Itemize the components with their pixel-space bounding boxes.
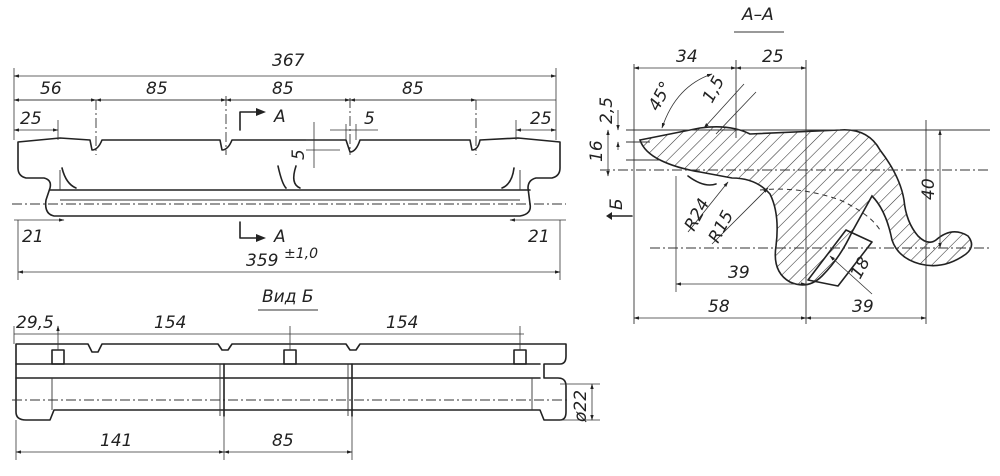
section-a-a: А–А 34 25 45° 1,5 2,5 16 (587, 5, 990, 324)
web-curve (501, 167, 515, 189)
web-curve (277, 165, 287, 189)
dim-wall: 18 (847, 254, 875, 283)
dim-foot-right: 21 (528, 227, 550, 247)
view-b: Вид Б 29,5 154 154 141 85 (12, 287, 600, 460)
dim-bottom-right: 39 (852, 297, 874, 317)
section-title: А–А (741, 5, 774, 25)
dim-view-b-bottom-2: 85 (272, 431, 294, 451)
dim-segment-2: 85 (146, 79, 168, 99)
dim-view-b-start: 29,5 (16, 313, 54, 333)
dim-view-b-spacing-2: 154 (386, 313, 418, 333)
dim-diameter: ø22 (571, 390, 591, 423)
dim-notch-width: 5 (364, 109, 375, 129)
section-fillet (687, 175, 717, 186)
dim-section-top-right: 25 (762, 47, 784, 67)
dim-chamfer: 1,5 (699, 73, 729, 106)
top-view: 367 56 85 85 85 25 25 5 5 A A (12, 51, 566, 280)
section-web (807, 229, 873, 287)
web-curve (292, 165, 301, 189)
section-mark-top (239, 111, 257, 131)
dim-offset: 2,5 (597, 97, 617, 124)
dim-base-tolerance: ±1,0 (284, 246, 318, 262)
clip-1 (51, 349, 65, 365)
section-mark-bottom (239, 221, 257, 239)
dim-segment-4: 85 (402, 79, 424, 99)
view-b-outline (15, 343, 567, 421)
clip-3 (513, 349, 527, 365)
web-curve (61, 167, 77, 189)
dim-view-b-spacing-1: 154 (154, 313, 186, 333)
dim-thickness: 16 (587, 140, 607, 162)
view-b-title: Вид Б (262, 287, 314, 307)
dim-end-left: 25 (20, 109, 42, 129)
section-label-top: A (273, 107, 286, 127)
dim-end-right: 25 (530, 109, 552, 129)
dim-section-top-left: 34 (676, 47, 698, 67)
dim-height: 40 (919, 178, 939, 200)
section-label-bottom: A (273, 227, 286, 247)
clip-2 (283, 349, 297, 365)
dim-bottom-left: 58 (708, 297, 730, 317)
dim-segment-1: 56 (40, 79, 62, 99)
dim-inner-width: 39 (728, 263, 750, 283)
dim-foot-left: 21 (22, 227, 44, 247)
view-b-marker: Б (607, 198, 627, 210)
dim-base-length: 359 (246, 251, 278, 271)
dim-notch-depth: 5 (289, 149, 309, 160)
dim-segment-3: 85 (272, 79, 294, 99)
bar-outline (17, 137, 561, 217)
dim-overall: 367 (272, 51, 305, 71)
dim-radius-2: R15 (705, 207, 738, 246)
dim-angle: 45° (645, 78, 677, 114)
hidden-line (759, 188, 881, 231)
dim-view-b-bottom-1: 141 (100, 431, 132, 451)
